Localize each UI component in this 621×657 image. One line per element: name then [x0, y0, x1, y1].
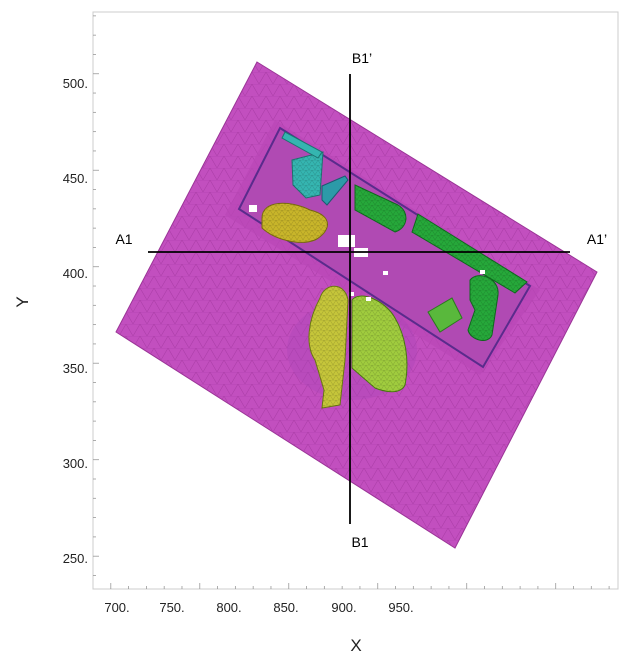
y-tick-label: 350. — [63, 361, 88, 376]
void-6 — [366, 297, 371, 301]
section-label-b1-start: B1 — [351, 534, 368, 550]
x-tick-label: 900. — [331, 600, 356, 615]
void-2 — [338, 235, 355, 247]
y-tick-label: 250. — [63, 551, 88, 566]
void-5 — [349, 292, 354, 296]
x-tick-label: 850. — [273, 600, 298, 615]
lime-plume-mesh — [352, 296, 407, 392]
x-axis-title: X — [350, 636, 361, 655]
yellow-mesh — [262, 203, 328, 243]
mesh-domain — [115, 61, 598, 549]
cyan-l-shape — [321, 175, 349, 206]
section-label-a1-end: A1’ — [587, 231, 607, 247]
void-7 — [480, 270, 485, 274]
section-label-a1-start: A1 — [115, 231, 132, 247]
green-mesh-1 — [355, 185, 406, 232]
y-tick-label: 500. — [63, 76, 88, 91]
y-tick-label: 300. — [63, 456, 88, 471]
cyan-strip — [281, 131, 323, 159]
y-tick-label: 450. — [63, 171, 88, 186]
minor-ticks — [93, 15, 610, 589]
yellow-plume-mesh — [308, 286, 348, 408]
green-mesh-3 — [468, 275, 499, 341]
void-1 — [249, 205, 257, 212]
x-tick-label: 800. — [216, 600, 241, 615]
x-tick-label: 750. — [159, 600, 184, 615]
x-tick-label: 950. — [388, 600, 413, 615]
y-tick-label: 400. — [63, 266, 88, 281]
cyan-mesh — [292, 152, 323, 198]
y-axis-title: Y — [13, 296, 32, 307]
green-mesh-2 — [412, 214, 527, 293]
section-label-b1-end: B1’ — [352, 50, 372, 66]
void-4 — [383, 271, 388, 275]
green-region-4 — [427, 297, 463, 333]
x-tick-label: 700. — [104, 600, 129, 615]
